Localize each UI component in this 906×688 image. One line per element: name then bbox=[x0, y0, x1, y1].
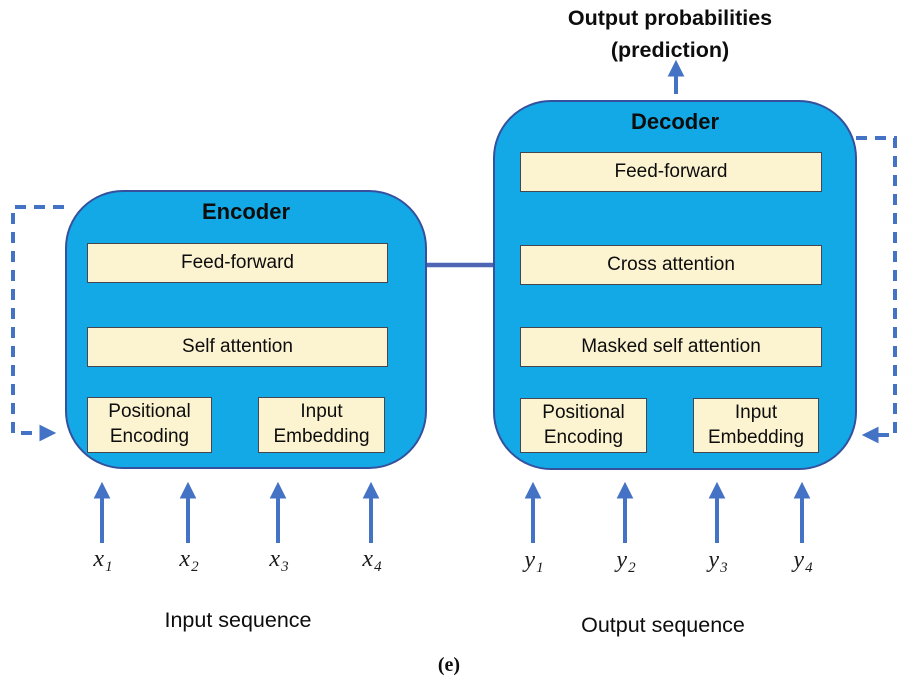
output-probabilities-line2: (prediction) bbox=[610, 38, 730, 63]
encoder-recurrence-dashed-arrow bbox=[11, 205, 64, 442]
encoder-positional-encoding-block: Positional Encoding bbox=[87, 397, 212, 453]
decoder-input-arrows bbox=[524, 481, 811, 543]
output-probabilities-label: Output probabilities (prediction) bbox=[520, 2, 820, 67]
output-sequence-label: Output sequence bbox=[581, 613, 745, 637]
encoder-feed-forward-block: Feed-forward bbox=[87, 243, 388, 283]
encoder-self-attention-block: Self attention bbox=[87, 327, 388, 367]
input-label-y4: y4 bbox=[793, 547, 813, 576]
encoder-input-arrows bbox=[93, 481, 380, 543]
decoder-cross-attention-block: Cross attention bbox=[520, 245, 822, 285]
input-label-y1: y1 bbox=[524, 547, 544, 576]
decoder-recurrence-dashed-arrow bbox=[856, 136, 897, 444]
output-probabilities-line1: Output probabilities bbox=[567, 6, 773, 30]
input-label-x3: x3 bbox=[269, 546, 289, 575]
input-label-y2: y2 bbox=[616, 547, 636, 576]
decoder-title: Decoder bbox=[630, 109, 720, 134]
decoder-masked-self-attention-block: Masked self attention bbox=[520, 327, 822, 367]
input-label-x4: x4 bbox=[362, 546, 382, 575]
figure-caption: (e) bbox=[437, 654, 461, 676]
input-label-x1: x1 bbox=[93, 546, 113, 575]
input-label-y3: y3 bbox=[708, 547, 728, 576]
encoder-title: Encoder bbox=[201, 199, 291, 224]
input-label-x2: x2 bbox=[179, 546, 199, 575]
decoder-positional-encoding-block: Positional Encoding bbox=[520, 398, 647, 453]
decoder-input-embedding-block: Input Embedding bbox=[693, 398, 819, 453]
encoder-input-embedding-block: Input Embedding bbox=[258, 397, 385, 453]
decoder-feed-forward-block: Feed-forward bbox=[520, 152, 822, 192]
input-sequence-label: Input sequence bbox=[164, 608, 312, 632]
